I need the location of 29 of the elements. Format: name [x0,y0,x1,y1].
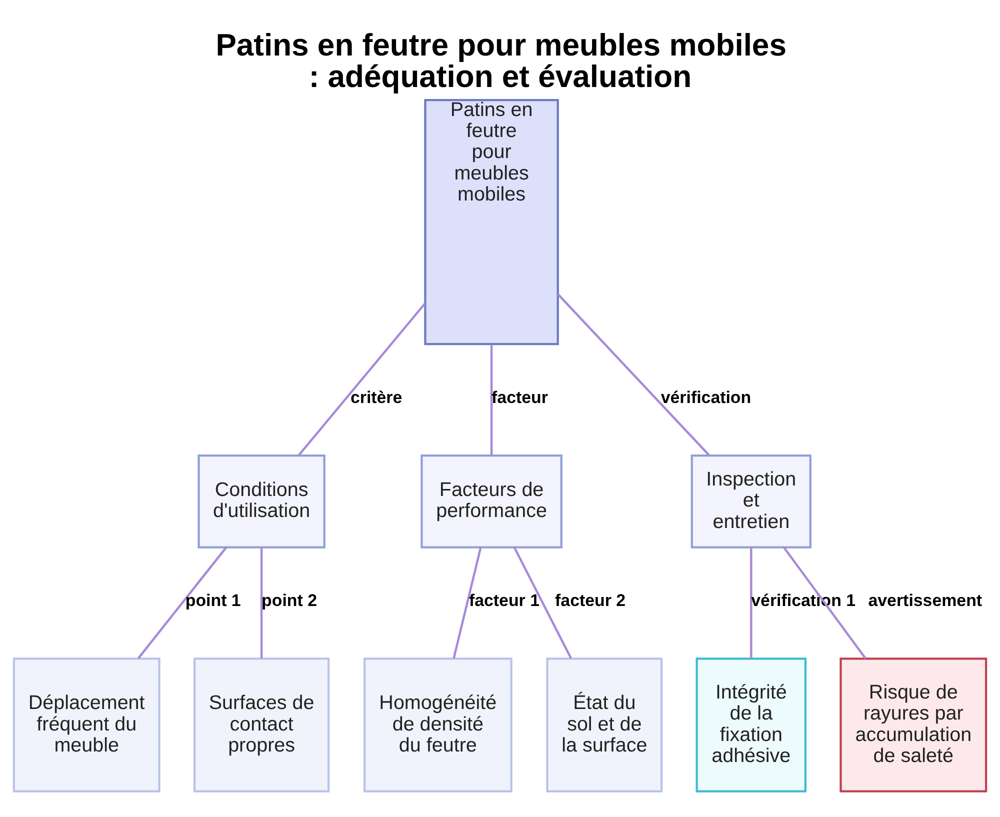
diagram-title: Patins en feutre pour meubles mobiles : adéquation et évaluation [216,27,786,94]
node-box: Homogénéité de densité du feutre [364,657,512,792]
connector [750,547,752,658]
connector [490,344,493,456]
edge-label: point 2 [262,590,318,610]
edge-label: facteur 2 [555,590,626,610]
edge-label: vérification 1 [751,590,856,610]
connector [452,546,482,658]
node-box: Facteurs de performance [420,454,562,548]
edge-label: facteur 1 [468,590,540,610]
edge-label: critère [350,387,402,406]
node-box: Déplacement fréquent du meuble [12,657,160,792]
edge-label: facteur [492,387,548,406]
connector [137,546,228,659]
connector [513,546,572,659]
edge-label: vérification [660,387,752,406]
connector [783,546,866,659]
node-box: Surfaces de contact propres [193,657,330,792]
node-box: Conditions d'utilisation [198,454,326,548]
node-box: Intégrité de la fixation adhésive [696,657,807,792]
node-box: Patins en feutre pour meubles mobiles [424,98,559,345]
edge-label: point 1 [185,590,241,610]
node-box: État du sol et de la surface [546,657,663,792]
connector [557,293,710,456]
node-box: Risque de rayures par accumulation de saleté [840,657,988,792]
connector [298,302,426,456]
connector [260,547,263,658]
edge-label: avertissement [868,590,982,610]
node-box: Inspection et entretien [690,454,812,548]
